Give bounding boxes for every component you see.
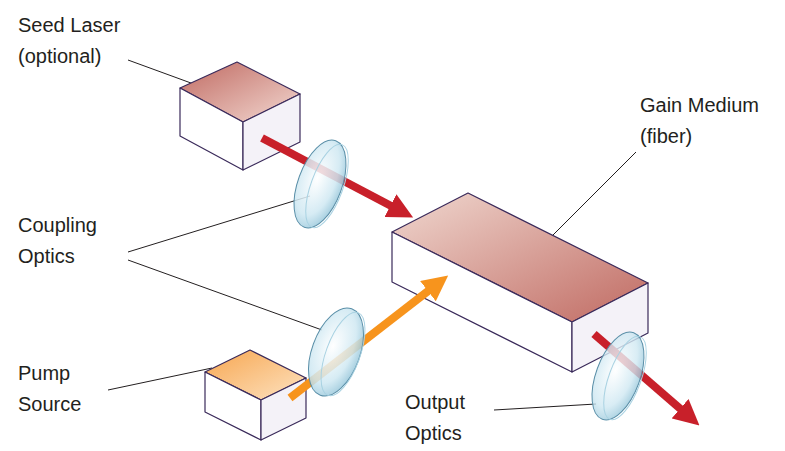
- part-label: Pump Source: [18, 358, 108, 420]
- output-lens: [582, 325, 655, 427]
- part-label: Coupling Optics: [18, 210, 128, 272]
- part-label: Gain Medium (fiber): [640, 90, 780, 152]
- coupling-lens: [298, 301, 375, 404]
- part-label: Output Optics: [405, 387, 495, 449]
- coupling-lens: [284, 133, 357, 235]
- part-label: Seed Laser (optional): [18, 10, 148, 72]
- leader-lines: [108, 60, 636, 410]
- seed-laser-box: [180, 62, 300, 170]
